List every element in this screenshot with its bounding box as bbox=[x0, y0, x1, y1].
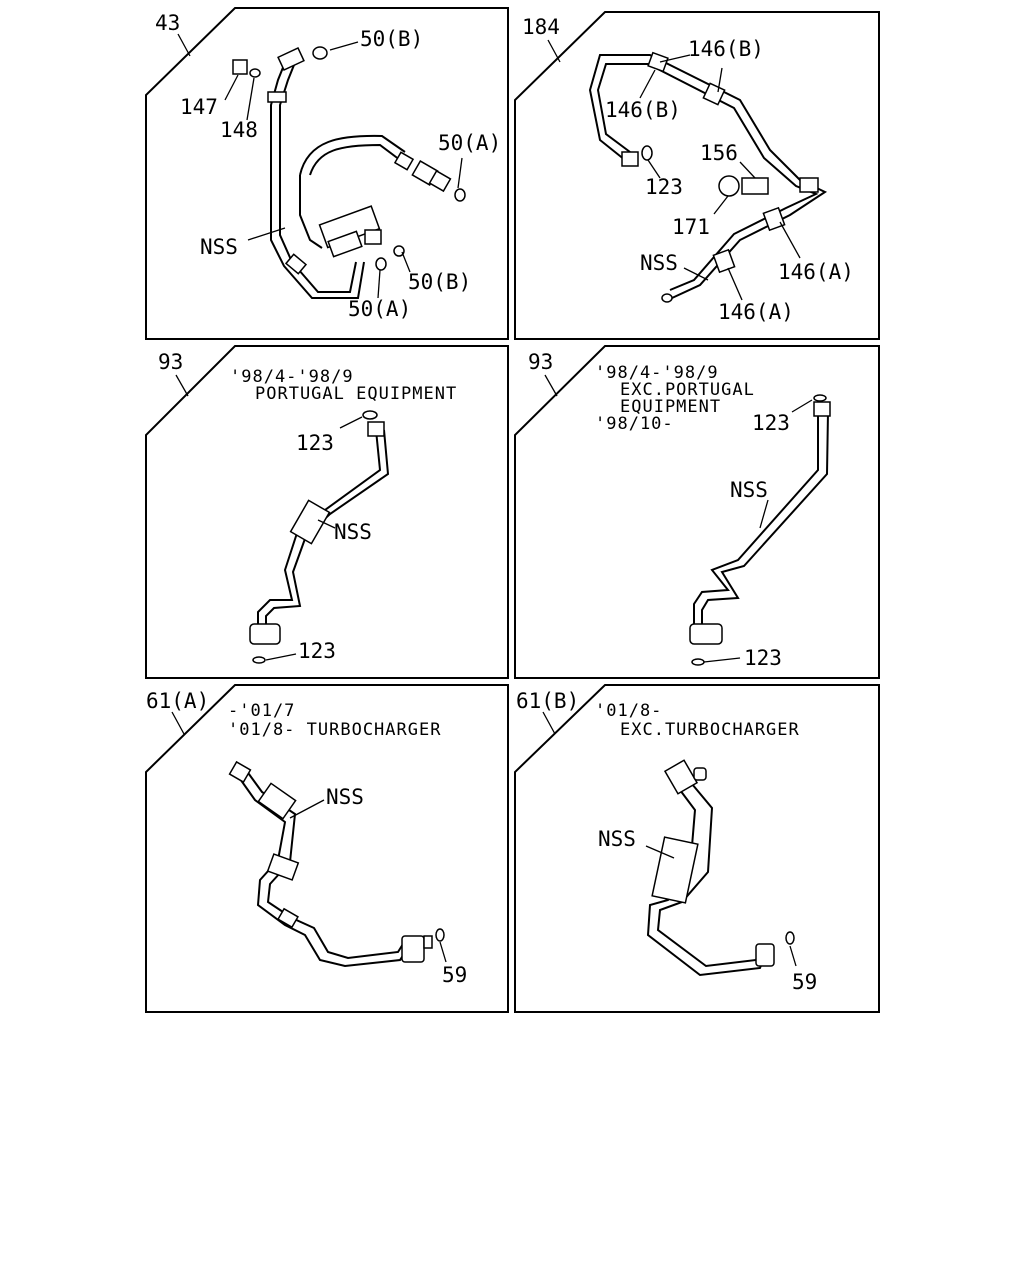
callout-label: 50(A) bbox=[348, 297, 411, 321]
applicability-note: PORTUGAL EQUIPMENT bbox=[255, 384, 457, 404]
panel-43: 43 50(B) 50(A) 147 148 NSS 5 bbox=[145, 7, 509, 340]
applicability-note: '01/8- bbox=[595, 701, 662, 721]
panel-93-portugal: 93 '98/4-'98/9 PORTUGAL EQUIPMENT 123 NS… bbox=[145, 345, 509, 679]
panel-184: 184 146(B) 146(B) 156 123 171 NSS 146(A)… bbox=[514, 11, 880, 340]
applicability-note: EXC.TURBOCHARGER bbox=[620, 720, 800, 740]
applicability-note: '98/4-'98/9 bbox=[230, 367, 354, 387]
panel-ref: 61(B) bbox=[516, 689, 579, 713]
panel-93-exc-portugal: 93 '98/4-'98/9 EXC.PORTUGAL EQUIPMENT '9… bbox=[514, 345, 880, 679]
applicability-note: EQUIPMENT bbox=[620, 397, 721, 417]
callout-label: 50(B) bbox=[408, 270, 471, 294]
callout-label: NSS bbox=[200, 235, 238, 259]
callout-label: NSS bbox=[598, 827, 636, 851]
panel-ref: 184 bbox=[522, 15, 560, 39]
applicability-note: EXC.PORTUGAL bbox=[620, 380, 755, 400]
callout-label: 156 bbox=[700, 141, 738, 165]
callout-label: 123 bbox=[744, 646, 782, 670]
callout-label: 146(B) bbox=[688, 37, 764, 61]
panel-ref: 93 bbox=[528, 350, 553, 374]
callout-label: 50(A) bbox=[438, 131, 501, 155]
callout-label: 147 bbox=[180, 95, 218, 119]
callout-label: 123 bbox=[752, 411, 790, 435]
applicability-note: '98/10- bbox=[595, 414, 674, 434]
panel-61a: 61(A) -'01/7 '01/8- TURBOCHARGER NSS 59 bbox=[145, 684, 509, 1013]
panel-ref: 61(A) bbox=[146, 689, 209, 713]
panel-ref: 93 bbox=[158, 350, 183, 374]
callout-label: 146(B) bbox=[605, 98, 681, 122]
callout-label: 146(A) bbox=[718, 300, 794, 324]
callout-label: NSS bbox=[730, 478, 768, 502]
callout-label: 123 bbox=[296, 431, 334, 455]
applicability-note: '98/4-'98/9 bbox=[595, 363, 719, 383]
callout-label: 123 bbox=[298, 639, 336, 663]
callout-label: 146(A) bbox=[778, 260, 854, 284]
callout-label: 123 bbox=[645, 175, 683, 199]
callout-label: 50(B) bbox=[360, 27, 423, 51]
callout-label: 148 bbox=[220, 118, 258, 142]
callout-label: 59 bbox=[792, 970, 817, 994]
callout-label: NSS bbox=[334, 520, 372, 544]
callout-label: 171 bbox=[672, 215, 710, 239]
callout-label: 59 bbox=[442, 963, 467, 987]
callout-label: NSS bbox=[326, 785, 364, 809]
panel-ref: 43 bbox=[155, 11, 180, 35]
panel-61b: 61(B) '01/8- EXC.TURBOCHARGER NSS 59 bbox=[514, 684, 880, 1013]
callout-label: NSS bbox=[640, 251, 678, 275]
applicability-note: '01/8- TURBOCHARGER bbox=[228, 720, 441, 740]
applicability-note: -'01/7 bbox=[228, 701, 295, 721]
